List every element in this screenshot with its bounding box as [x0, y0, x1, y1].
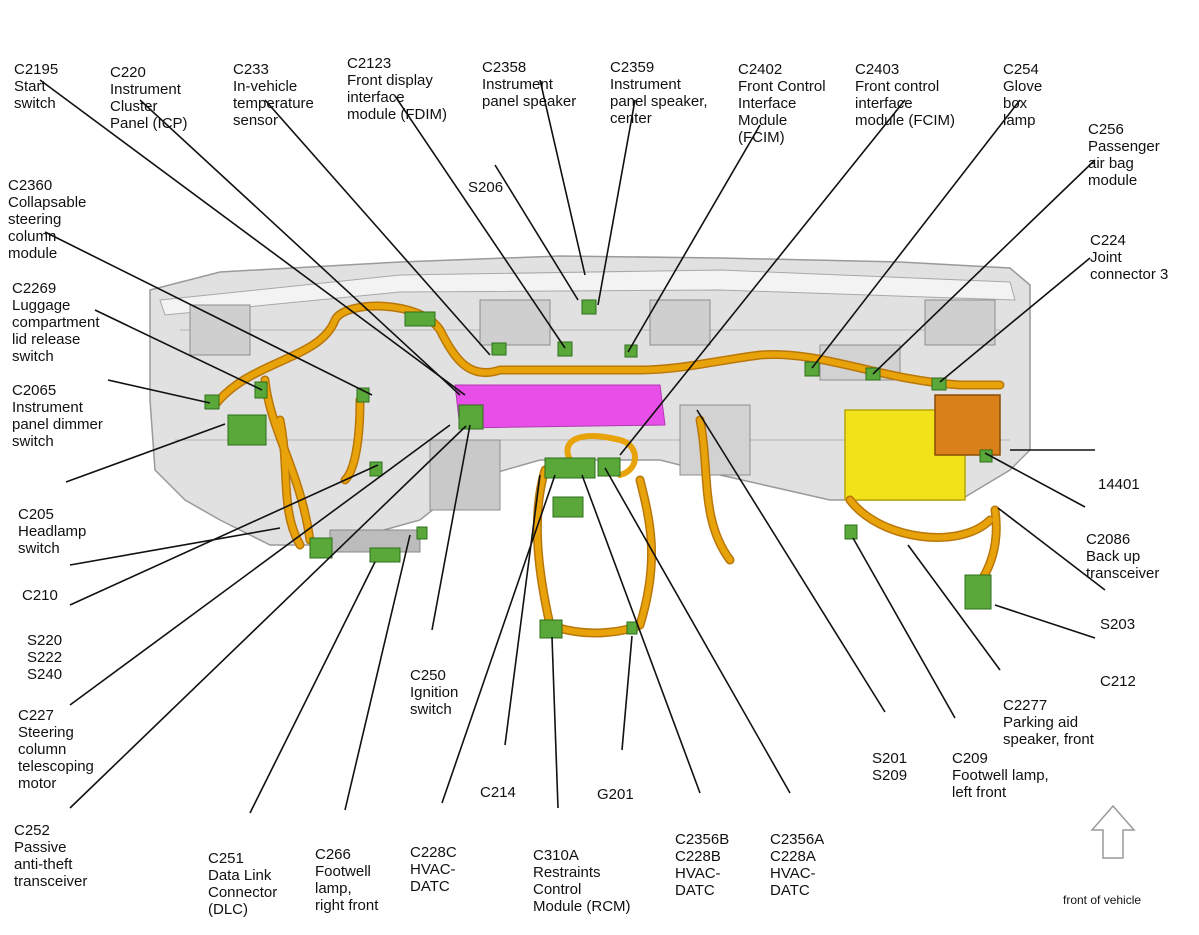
label-c210: C210 — [22, 587, 58, 604]
leader-lines — [39, 79, 1106, 814]
label-s203: S203 — [1100, 616, 1136, 633]
label-14401: 14401 — [1098, 476, 1140, 493]
instrument-panel-illustration — [39, 79, 1136, 859]
label-c214: C214 — [480, 784, 516, 801]
wiring-harness — [210, 301, 1005, 638]
label-s206: S206 — [468, 179, 504, 196]
front-arrow-icon — [1090, 804, 1136, 859]
label-c212: C212 — [1100, 673, 1136, 690]
label-g201: G201 — [597, 786, 634, 803]
module-c2086 — [934, 394, 1001, 456]
cross-car-beam — [454, 384, 666, 429]
front-of-vehicle-label: front of vehicle — [1063, 893, 1142, 907]
